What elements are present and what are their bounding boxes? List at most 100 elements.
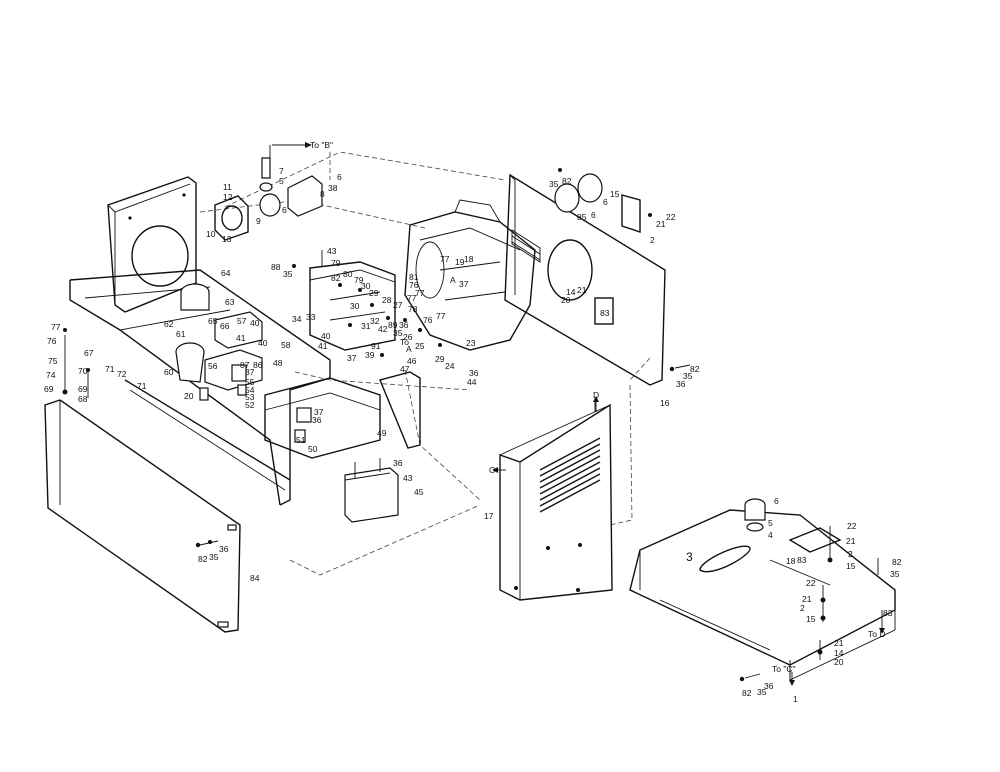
- callout-35d: 35: [683, 371, 693, 381]
- callout-36b: 36: [469, 368, 479, 378]
- callout-31: 31: [361, 321, 371, 331]
- callout-79: 79: [331, 258, 341, 268]
- rear-right-panel: [504, 168, 666, 386]
- callout-40: 40: [321, 331, 331, 341]
- callout-78: 78: [408, 304, 418, 314]
- callout-30b: 30: [350, 301, 360, 311]
- callout-20: 20: [561, 295, 571, 305]
- callout-29: 29: [369, 288, 379, 298]
- callout-22: 22: [666, 212, 676, 222]
- callout-37c: 37: [245, 367, 255, 377]
- callout-6b: 6: [282, 205, 287, 215]
- callout-88: 88: [271, 262, 281, 272]
- callout-58: 58: [281, 340, 291, 350]
- callout-37b: 37: [459, 279, 469, 289]
- callout-68: 68: [78, 394, 88, 404]
- callout-1: 1: [793, 694, 798, 704]
- callout-32: 32: [370, 316, 380, 326]
- callout-82d: 82: [198, 554, 208, 564]
- callout-21e: 21: [834, 638, 844, 648]
- callout-21: 21: [656, 219, 666, 229]
- callout-56: 56: [208, 361, 218, 371]
- callout-55: 55: [245, 377, 255, 387]
- callout-37d: 37: [314, 407, 324, 417]
- callout-21d: 21: [802, 594, 812, 604]
- callout-57: 57: [237, 316, 247, 326]
- callout-76b: 76: [423, 315, 433, 325]
- callout-74: 74: [46, 370, 56, 380]
- callout-6c: 6: [591, 210, 596, 220]
- callout-26: 26: [403, 332, 413, 342]
- louvre-slots: [539, 437, 601, 513]
- control-components: [175, 283, 263, 401]
- callout-to-d: To D: [868, 629, 886, 639]
- callout-35e: 35: [209, 552, 219, 562]
- callout-a: A: [406, 344, 412, 354]
- callout-52: 52: [245, 400, 255, 410]
- callout-6e: 6: [774, 496, 779, 506]
- callout-2: 2: [650, 235, 655, 245]
- callout-47: 47: [400, 364, 410, 374]
- callout-a2: A: [450, 275, 456, 285]
- callout-60: 60: [164, 367, 174, 377]
- callout-35b: 35: [393, 328, 403, 338]
- terminal-board-assembly: [292, 250, 442, 357]
- callout-77d: 77: [436, 311, 446, 321]
- air-intake-assembly: [214, 142, 323, 241]
- callout-21b: 21: [577, 285, 587, 295]
- callout-8: 8: [320, 189, 325, 199]
- callout-23: 23: [466, 338, 476, 348]
- callout-62: 62: [164, 319, 174, 329]
- callout-75: 75: [48, 356, 58, 366]
- callout-15c: 15: [806, 614, 816, 624]
- side-panel-84: [44, 399, 241, 633]
- callout-69: 69: [44, 384, 54, 394]
- callout-66: 66: [220, 321, 230, 331]
- callout-82f: 82: [742, 688, 752, 698]
- callout-40b: 40: [250, 318, 260, 328]
- callout-4: 4: [768, 530, 773, 540]
- callout-2b: 2: [848, 549, 853, 559]
- callout-40c: 40: [258, 338, 268, 348]
- callout-82c: 82: [690, 364, 700, 374]
- callout-79b: 79: [354, 275, 364, 285]
- callout-9: 9: [256, 216, 261, 226]
- callout-33: 33: [306, 312, 316, 322]
- callout-13: 13: [222, 234, 232, 244]
- callout-71: 71: [105, 364, 115, 374]
- callout-82b: 82: [562, 176, 572, 186]
- callout-12: 12: [223, 192, 233, 202]
- rear-panel: [107, 176, 197, 313]
- callout-77: 77: [440, 254, 450, 264]
- callout-37: 37: [347, 353, 357, 363]
- callout-43b: 43: [403, 473, 413, 483]
- callout-22b: 22: [847, 521, 857, 531]
- engine-block: [404, 199, 536, 351]
- callout-30: 30: [361, 281, 371, 291]
- callout-41: 41: [318, 341, 328, 351]
- callout-50: 50: [308, 444, 318, 454]
- callout-81: 81: [409, 272, 419, 282]
- callout-36: 36: [399, 320, 409, 330]
- callout-41b: 41: [236, 333, 246, 343]
- callout-2c: 2: [800, 603, 805, 613]
- callout-19: 19: [455, 257, 465, 267]
- callout-35: 35: [283, 269, 293, 279]
- callout-7: 7: [279, 166, 284, 176]
- callout-83b: 83: [797, 555, 807, 565]
- callout-5: 5: [279, 176, 284, 186]
- callout-54: 54: [245, 385, 255, 395]
- bolt-hardware: [62, 328, 761, 682]
- callout-48: 48: [273, 358, 283, 368]
- callout-77b: 77: [415, 288, 425, 298]
- callout-5b: 5: [768, 518, 773, 528]
- callout-to: To: [400, 337, 409, 347]
- callout-c: C: [489, 465, 496, 475]
- callout-42: 42: [378, 324, 388, 334]
- callout-35g: 35: [757, 687, 767, 697]
- callout-53: 53: [245, 392, 255, 402]
- callout-43: 43: [327, 246, 337, 256]
- callout-28: 28: [382, 295, 392, 305]
